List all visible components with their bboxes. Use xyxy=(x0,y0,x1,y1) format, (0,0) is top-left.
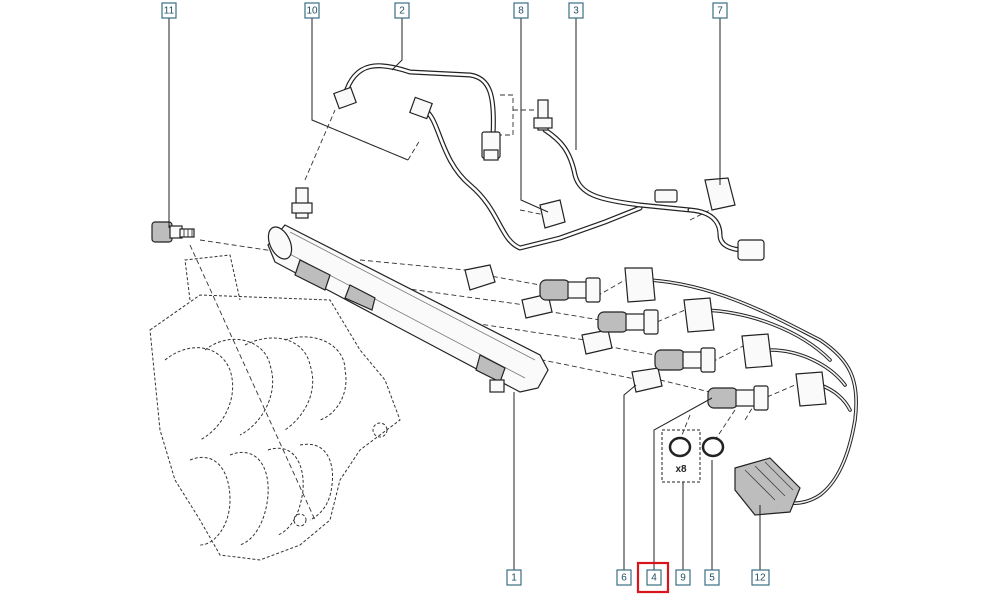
callout-5[interactable]: 5 xyxy=(704,569,720,586)
injector-harness xyxy=(624,267,858,516)
callout-11[interactable]: 11 xyxy=(161,2,177,19)
svg-text:7: 7 xyxy=(717,6,723,17)
callout-4[interactable]: 4 xyxy=(636,561,670,594)
intake-manifold xyxy=(149,254,401,561)
seal-quantity-label: x8 xyxy=(675,464,687,475)
svg-text:2: 2 xyxy=(399,6,405,17)
callout-1[interactable]: 1 xyxy=(506,569,522,586)
svg-text:10: 10 xyxy=(306,6,318,17)
o-ring-seal-kit: x8 xyxy=(661,429,725,483)
callout-9[interactable]: 9 xyxy=(675,569,691,586)
callout-3[interactable]: 3 xyxy=(568,2,584,19)
svg-text:5: 5 xyxy=(709,573,715,584)
svg-text:12: 12 xyxy=(754,573,766,584)
svg-text:6: 6 xyxy=(621,573,627,584)
callout-8[interactable]: 8 xyxy=(513,2,529,19)
callout-4-highlight xyxy=(636,561,670,594)
callout-2[interactable]: 2 xyxy=(394,2,410,19)
svg-text:1: 1 xyxy=(511,573,517,584)
svg-text:9: 9 xyxy=(680,573,686,584)
callout-10[interactable]: 10 xyxy=(304,2,320,19)
callout-12[interactable]: 12 xyxy=(751,569,770,586)
pressure-fitting xyxy=(151,221,195,243)
line-clamp xyxy=(539,199,566,229)
callout-7[interactable]: 7 xyxy=(712,2,728,19)
callout-6[interactable]: 6 xyxy=(616,569,632,586)
fuel-rail xyxy=(267,187,549,393)
svg-text:3: 3 xyxy=(573,6,579,17)
callout-leaders xyxy=(168,18,761,570)
fuel-supply-line xyxy=(333,63,643,251)
fuel-injectors xyxy=(539,277,769,411)
svg-text:11: 11 xyxy=(164,6,175,17)
vacuum-line xyxy=(533,99,765,261)
svg-text:4: 4 xyxy=(651,573,657,584)
svg-text:8: 8 xyxy=(518,6,524,17)
